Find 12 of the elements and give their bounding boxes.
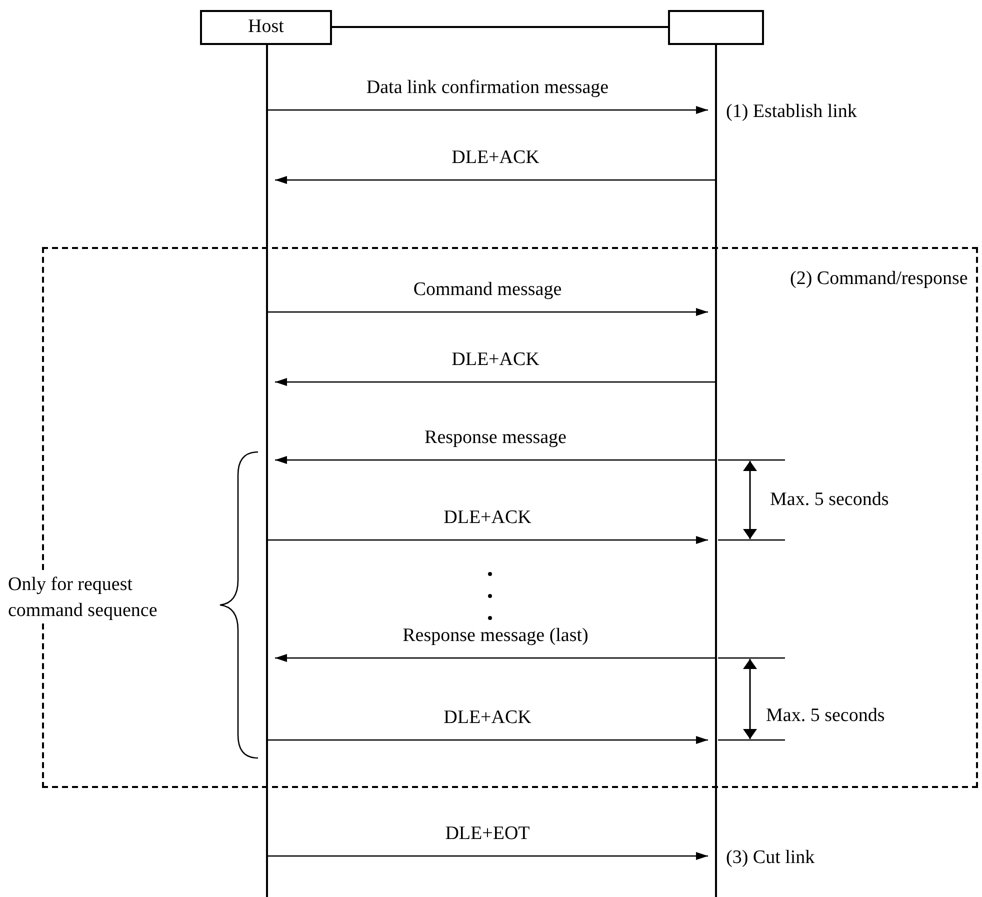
participant-box: Host [200, 10, 332, 45]
message-arrow [267, 536, 708, 544]
message-arrow [267, 308, 708, 316]
message-arrow [275, 456, 716, 464]
message-arrow [267, 852, 708, 860]
message-arrow [267, 736, 708, 744]
lifeline [200, 10, 332, 897]
message-arrow [275, 654, 716, 662]
connector-line [332, 26, 668, 28]
message-arrow [275, 176, 716, 184]
message-arrow [267, 106, 708, 114]
message-arrow [275, 378, 716, 386]
